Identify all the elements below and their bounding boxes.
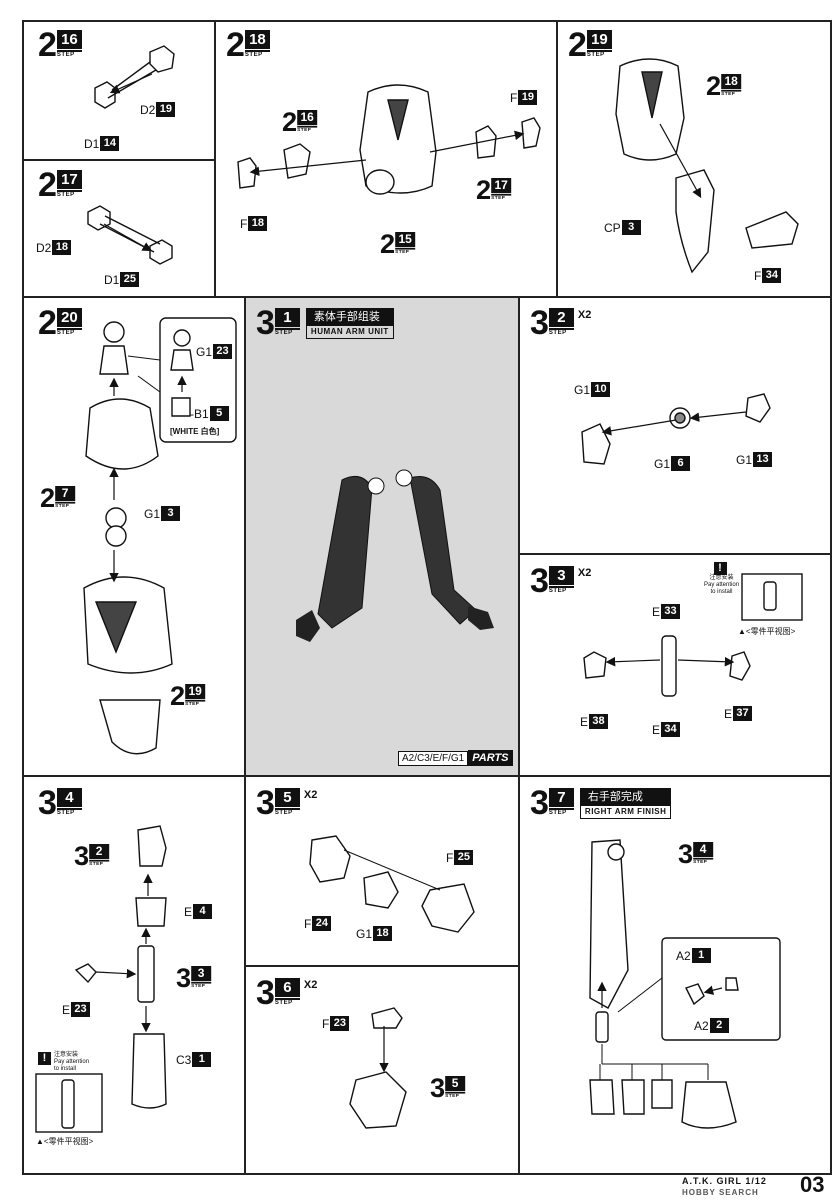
step-title-en: RIGHT ARM FINISH: [579, 806, 672, 819]
warning-icon: !: [38, 1052, 51, 1065]
page-frame: [22, 20, 832, 1175]
parts-tag: A2/C3/E/F/G1 PARTS: [398, 750, 513, 766]
divider: [22, 159, 215, 161]
step-title-cn: 右手部完成: [579, 788, 672, 806]
part-d2-19-shape: [149, 45, 175, 73]
divider: [244, 296, 246, 1175]
view-note-3-3: ▲<零件平视图>: [738, 627, 796, 636]
divider: [22, 296, 832, 298]
page-number: 03: [800, 1172, 825, 1197]
divider: [214, 20, 216, 297]
white-color-note: [WHITE 白色]: [170, 427, 220, 436]
caution-note-3-4: ! 注意安装 Pay attention to install: [38, 1052, 89, 1073]
footer-watermark: HOBBY SEARCH: [682, 1188, 759, 1197]
view-note-3-4: ▲<零件平视图>: [36, 1137, 94, 1146]
multiplier: X2: [577, 567, 592, 579]
human-arm-panel: [246, 298, 518, 775]
divider: [22, 775, 832, 777]
warning-icon: !: [713, 562, 727, 575]
divider: [518, 553, 832, 555]
divider: [556, 20, 558, 297]
divider: [244, 965, 520, 967]
parts-list: A2/C3/E/F/G1: [398, 750, 469, 766]
step-title-en: HUMAN ARM UNIT: [305, 326, 394, 339]
multiplier: X2: [303, 789, 318, 801]
multiplier: X2: [303, 979, 318, 991]
footer-brand: A.T.K. GIRL 1/12: [682, 1176, 767, 1186]
caution-note-3-3: ! 注意安装 Pay attention to install: [704, 562, 740, 595]
step-title-cn: 素体手部组装: [305, 308, 394, 326]
arm-pair-shape: [296, 469, 494, 642]
divider: [518, 296, 520, 1175]
multiplier: X2: [577, 309, 592, 321]
parts-label: PARTS: [468, 750, 513, 766]
